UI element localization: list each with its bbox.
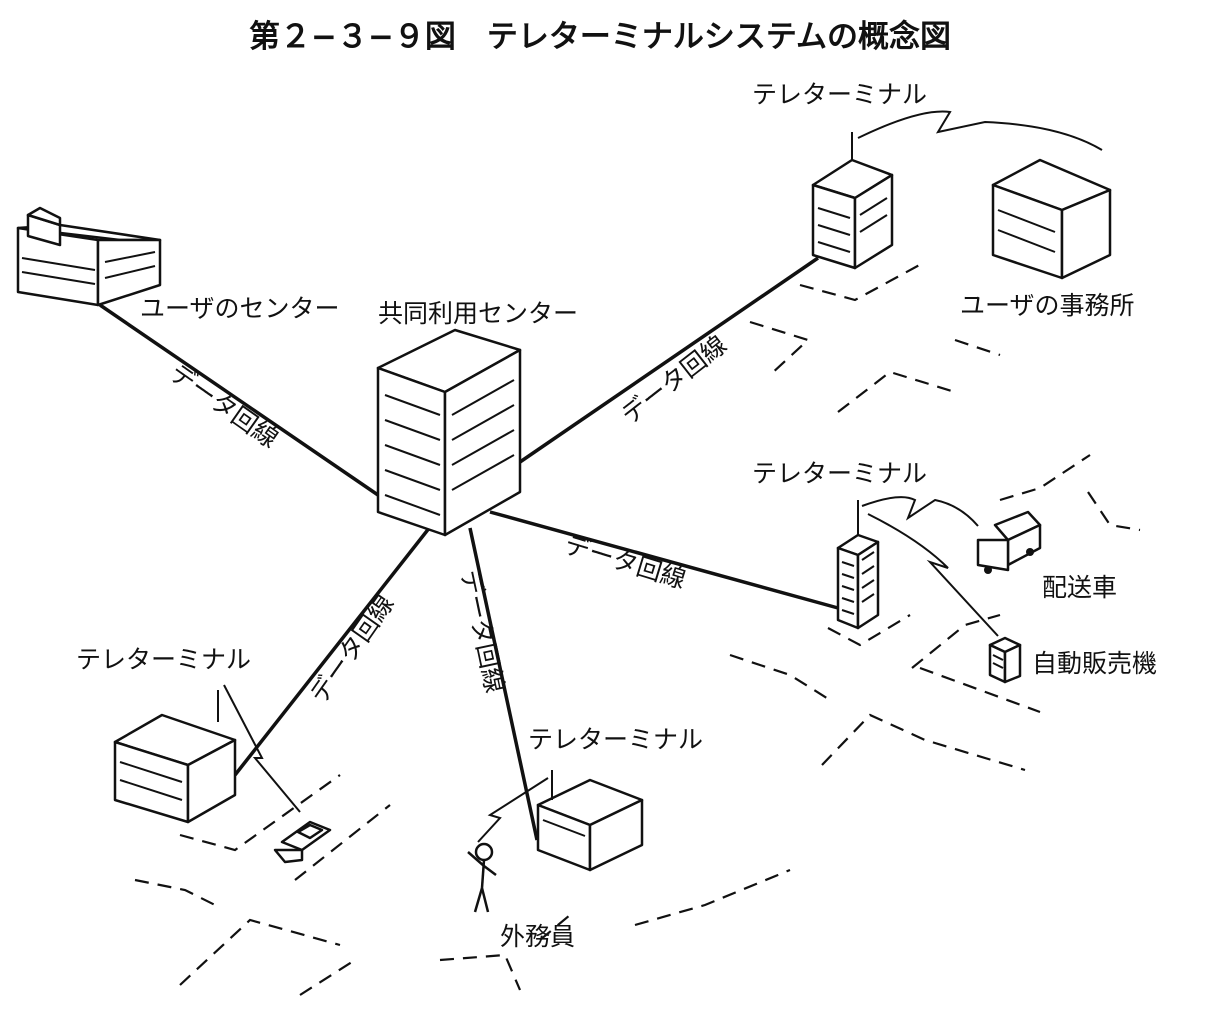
data-lines [99,256,839,841]
user-center-label: ユーザのセンター [140,294,340,323]
office-teleterminal-building [811,132,894,270]
car-teleterminal-label: テレターミナル [76,645,251,674]
delivery-truck-label: 配送車 [1042,573,1117,602]
field-staff-person [467,842,497,913]
line-to-car-terminal [233,525,432,777]
data-line-label-user-center: データ回線 [165,358,284,453]
shared-center-building [376,328,522,537]
car-radio-link [223,684,301,813]
car [273,820,332,864]
data-line-label-tower: データ回線 [561,530,689,594]
vending-machine-label: 自動販売機 [1032,649,1157,678]
line-to-tower-terminal [489,510,839,610]
data-line-label-field: データ回線 [455,567,509,695]
line-to-office-terminal [519,256,819,464]
car-teleterminal-building [113,690,237,824]
field-teleterminal-building [536,770,644,872]
vending-radio-link [867,513,999,637]
truck-radio-link [861,496,979,527]
field-teleterminal-label: テレターミナル [528,725,703,754]
street-outlines [134,261,1141,996]
data-line-label-car: データ回線 [304,589,399,708]
figure-title: 第２−３−９図 テレターミナルシステムの概念図 [249,19,951,55]
tower-teleterminal-label: テレターミナル [752,459,927,488]
vending-machine [988,636,1022,684]
user-center-building [16,206,162,307]
office-teleterminal-label: テレターミナル [752,80,927,109]
field-staff-label: 外務員 [500,922,575,951]
user-office-label: ユーザの事務所 [960,291,1135,320]
delivery-truck [976,510,1042,574]
shared-center-label: 共同利用センター [378,299,578,328]
line-to-field-terminal [468,527,539,841]
data-line-label-office: データ回線 [616,330,732,430]
tower-teleterminal-building [836,500,880,630]
office-radio-link [857,110,1103,151]
user-office-building [991,158,1112,280]
line-to-user-center [99,303,379,497]
field-radio-link [477,777,549,843]
